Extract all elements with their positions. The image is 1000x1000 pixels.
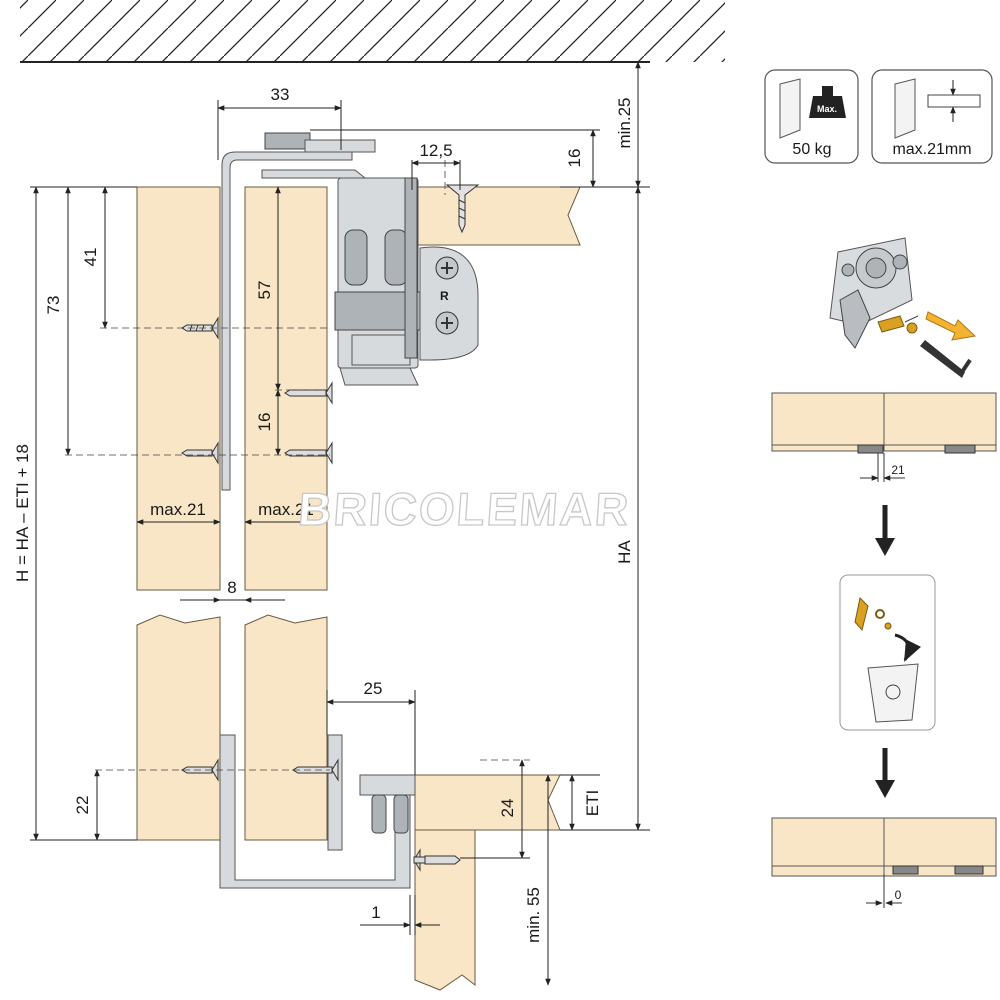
dim-eti: ETI: [583, 790, 602, 816]
dim-h-formula: H = HA – ETI + 18: [13, 444, 32, 582]
dim-16-mid: 16: [255, 413, 274, 432]
top-carriage: [334, 177, 426, 386]
dim-1: 1: [371, 903, 380, 922]
svg-text:R: R: [440, 289, 449, 303]
screw-door-lower-right: [284, 441, 333, 465]
dim-gap-8: 8: [227, 578, 236, 597]
dim-73: 73: [44, 296, 63, 315]
reference-lines: [65, 160, 530, 771]
dim-16-top: 16: [565, 149, 584, 168]
dim-33: 33: [271, 85, 290, 104]
ceiling: [20, 0, 725, 63]
watermark: BRICOLEMAR: [297, 483, 632, 535]
screw-top-board: [445, 184, 480, 234]
door-panel-left-lower: [136, 614, 221, 841]
dim-41: 41: [81, 248, 100, 267]
door-panel-left-upper: [136, 186, 221, 591]
door-panel-right-lower: [244, 614, 328, 841]
weight-spec-card: Max. 50 kg: [764, 69, 859, 164]
door-panel-right-upper: [244, 186, 328, 591]
direction-arrow-icon: [925, 311, 977, 341]
dim-57: 57: [255, 281, 274, 300]
step-doors-gap-21: 21: [771, 392, 997, 482]
dimension-labels: 33 12,5 16 min.25 41 73 57 16 max.21 max…: [13, 85, 634, 943]
step-carriage-plate: [829, 237, 977, 378]
gap-after-label: 0: [895, 888, 902, 902]
step-discard-card: [839, 574, 936, 731]
dim-22: 22: [73, 796, 92, 815]
weight-icon: Max.: [809, 86, 846, 118]
dim-ha: HA: [615, 540, 634, 564]
screw-door-mid-right: [284, 381, 333, 405]
thickness-spec-card: max.21mm: [871, 69, 993, 164]
bottom-board-vertical: [414, 829, 476, 991]
dim-max21-right: max.21: [258, 500, 314, 519]
down-arrow-icon-2: [875, 748, 895, 798]
dim-max21-left: max.21: [150, 500, 206, 519]
adjustment-plate: R: [419, 246, 479, 361]
gap-before-label: 21: [891, 463, 905, 477]
thickness-label: max.21mm: [892, 141, 971, 158]
dimension-lines: [30, 61, 650, 986]
top-mounting-board: [409, 186, 581, 246]
down-arrow-icon-1: [875, 505, 895, 556]
dim-24: 24: [498, 799, 517, 818]
weight-label: 50 kg: [792, 141, 831, 158]
dim-12-5: 12,5: [419, 141, 452, 160]
max-badge: Max.: [817, 104, 837, 114]
step-doors-gap-0: 0: [771, 817, 997, 908]
bottom-board-horizontal: [414, 774, 561, 831]
dim-25: 25: [364, 679, 383, 698]
dim-min-25: min.25: [615, 97, 634, 148]
dim-min-55: min. 55: [524, 887, 543, 943]
bottom-guide-bracket: [181, 734, 461, 889]
recycle-bin-icon: [867, 663, 919, 723]
